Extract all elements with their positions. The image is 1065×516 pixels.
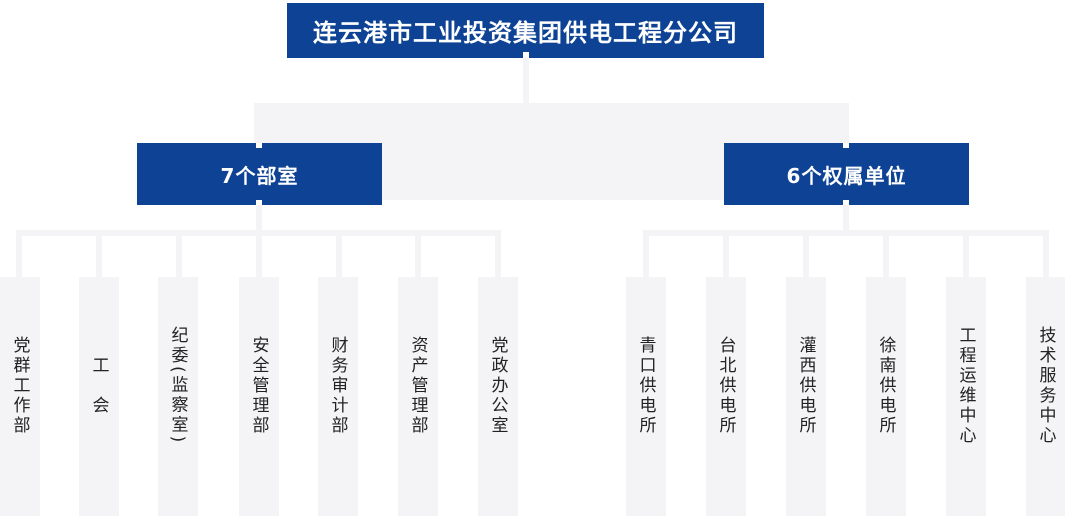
connector-tick bbox=[256, 236, 262, 277]
connector-tick bbox=[883, 236, 889, 277]
leaf-box-dept-3: 纪委(监察室) bbox=[158, 277, 198, 516]
group-box-departments: 7个部室 bbox=[137, 143, 382, 205]
leaf-label: 技术服务中心 bbox=[1035, 325, 1056, 446]
connector-tick bbox=[96, 236, 102, 277]
leaf-box-unit-6: 技术服务中心 bbox=[1026, 277, 1065, 516]
leaf-label: 台北供电所 bbox=[715, 335, 736, 436]
leaf-box-dept-2: 工 会 bbox=[79, 277, 119, 516]
leaf-label: 徐南供电所 bbox=[875, 335, 896, 436]
leaf-box-dept-6: 资产管理部 bbox=[398, 277, 438, 516]
connector-tick bbox=[723, 236, 729, 277]
leaf-label: 资产管理部 bbox=[407, 335, 428, 436]
connector-left-rail bbox=[16, 230, 501, 236]
leaf-box-unit-5: 工程运维中心 bbox=[946, 277, 986, 516]
connector-tick bbox=[176, 236, 182, 277]
root-bottom-notch bbox=[523, 52, 529, 58]
group-left-top-notch bbox=[256, 143, 262, 148]
leaf-box-dept-4: 安全管理部 bbox=[239, 277, 279, 516]
group-left-bottom-notch bbox=[256, 200, 262, 208]
leaf-label: 党政办公室 bbox=[487, 335, 508, 436]
connector-tick bbox=[643, 236, 649, 277]
leaf-label: 安全管理部 bbox=[248, 335, 269, 436]
connector-tick bbox=[963, 236, 969, 277]
group-box-subsidiaries: 6个权属单位 bbox=[724, 143, 969, 205]
org-root-label: 连云港市工业投资集团供电工程分公司 bbox=[313, 19, 738, 47]
leaf-box-unit-3: 灌西供电所 bbox=[786, 277, 826, 516]
leaf-box-dept-7: 党政办公室 bbox=[478, 277, 518, 516]
leaf-box-unit-1: 青口供电所 bbox=[626, 277, 666, 516]
leaf-label: 财务审计部 bbox=[327, 335, 348, 436]
group-departments-label: 7个部室 bbox=[220, 163, 299, 188]
leaf-label: 工程运维中心 bbox=[955, 325, 976, 446]
connector-left-drop bbox=[256, 205, 262, 230]
leaf-label: 灌西供电所 bbox=[795, 335, 816, 436]
leaf-label: 工 会 bbox=[88, 355, 109, 416]
connector-right-rail bbox=[643, 230, 1049, 236]
connector-tick bbox=[495, 236, 501, 277]
org-root-box: 连云港市工业投资集团供电工程分公司 bbox=[287, 3, 764, 58]
connector-tick bbox=[1043, 236, 1049, 277]
connector-right-drop bbox=[843, 205, 849, 230]
group-subsidiaries-label: 6个权属单位 bbox=[786, 163, 907, 188]
leaf-label: 党群工作部 bbox=[9, 335, 30, 436]
leaf-label: 纪委(监察室) bbox=[167, 325, 188, 446]
leaf-box-dept-1: 党群工作部 bbox=[0, 277, 40, 516]
leaf-box-unit-2: 台北供电所 bbox=[706, 277, 746, 516]
group-right-bottom-notch bbox=[843, 200, 849, 208]
connector-tick bbox=[803, 236, 809, 277]
leaf-box-unit-4: 徐南供电所 bbox=[866, 277, 906, 516]
group-right-top-notch bbox=[843, 143, 849, 148]
connector-tick bbox=[336, 236, 342, 277]
connector-tick bbox=[16, 236, 22, 277]
leaf-box-dept-5: 财务审计部 bbox=[318, 277, 358, 516]
connector-root-drop bbox=[523, 58, 529, 103]
connector-tick bbox=[415, 236, 421, 277]
leaf-label: 青口供电所 bbox=[635, 335, 656, 436]
